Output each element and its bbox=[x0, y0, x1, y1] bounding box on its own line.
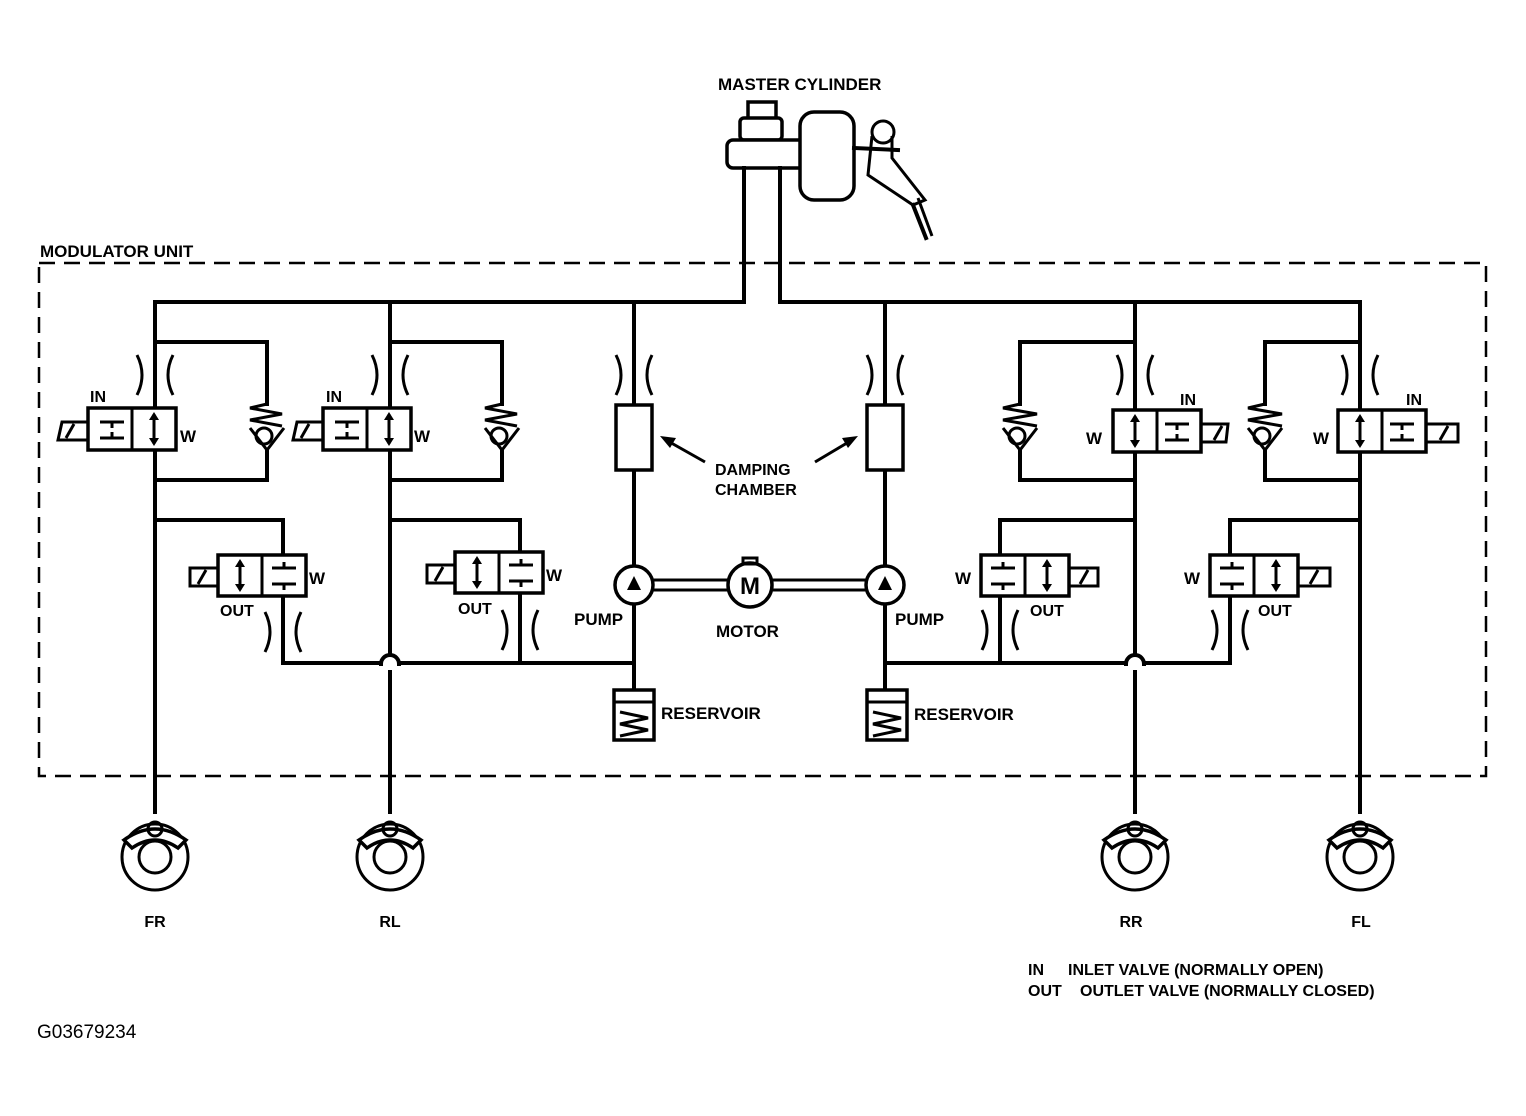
inlet-valve-rr bbox=[1111, 408, 1230, 454]
outlet-label: OUT bbox=[458, 601, 492, 618]
pump-right bbox=[864, 564, 906, 606]
motor-symbol-letter: M bbox=[740, 573, 760, 600]
motor-label: MOTOR bbox=[716, 622, 779, 641]
wheel-label-rr: RR bbox=[1119, 914, 1143, 931]
legend-code: IN bbox=[1028, 962, 1044, 979]
inlet-label: IN bbox=[1406, 392, 1422, 409]
reservoir-label: RESERVOIR bbox=[914, 705, 1014, 724]
outlet-valve-rr bbox=[979, 553, 1100, 598]
outlet-label: OUT bbox=[1258, 603, 1292, 620]
inlet-valve-fr bbox=[56, 406, 178, 452]
spring-label: W bbox=[309, 569, 326, 588]
motor-brush-icon bbox=[741, 556, 759, 566]
inlet-label: IN bbox=[326, 389, 342, 406]
reservoir-left bbox=[612, 688, 656, 742]
spring-label: W bbox=[1313, 429, 1330, 448]
spring-label: W bbox=[414, 427, 431, 446]
modulator-unit-boundary bbox=[37, 261, 1488, 778]
outlet-valve-fr bbox=[188, 553, 308, 598]
damping-chamber-left bbox=[614, 403, 654, 472]
spring-label: W bbox=[180, 427, 197, 446]
wheel-label-fr: FR bbox=[144, 914, 166, 931]
legend-code: OUT bbox=[1028, 983, 1062, 1000]
inlet-valve-rl bbox=[291, 406, 413, 452]
pump-label: PUMP bbox=[895, 610, 944, 629]
orifice-symbols bbox=[135, 354, 1380, 653]
spring-label: W bbox=[1086, 429, 1103, 448]
reservoir-right bbox=[865, 688, 909, 742]
outlet-valve-fl bbox=[1208, 553, 1332, 598]
spring-label: W bbox=[546, 566, 563, 585]
wheel-label-fl: FL bbox=[1351, 914, 1371, 931]
reservoir-label: RESERVOIR bbox=[661, 704, 761, 723]
motor-shaft bbox=[653, 578, 866, 592]
main-brake-lines bbox=[153, 166, 1362, 304]
damping-chamber-label: DAMPING bbox=[715, 462, 791, 479]
inlet-valve-fl bbox=[1336, 408, 1460, 454]
master-cylinder bbox=[725, 100, 934, 241]
figure-id: G03679234 bbox=[37, 1022, 137, 1043]
outlet-valve-rl bbox=[425, 550, 545, 595]
left-circuit-lines bbox=[153, 300, 636, 814]
wheel-brake-rr bbox=[1100, 820, 1170, 892]
master-cylinder-label: MASTER CYLINDER bbox=[718, 75, 881, 94]
pump-left bbox=[613, 564, 655, 606]
damping-chamber-right bbox=[865, 403, 905, 472]
check-valves bbox=[248, 402, 1284, 453]
wheel-brake-rl bbox=[355, 820, 425, 892]
damping-chamber-label: CHAMBER bbox=[715, 482, 797, 499]
damping-chamber-arrows bbox=[660, 436, 858, 464]
wheel-label-rl: RL bbox=[379, 914, 401, 931]
legend-text: OUTLET VALVE (NORMALLY CLOSED) bbox=[1080, 983, 1375, 1000]
legend: IN INLET VALVE (NORMALLY OPEN) OUT OUTLE… bbox=[1028, 962, 1375, 1000]
right-circuit-lines bbox=[883, 300, 1362, 814]
outlet-label: OUT bbox=[1030, 603, 1064, 620]
outlet-label: OUT bbox=[220, 603, 254, 620]
spring-label: W bbox=[955, 569, 972, 588]
legend-text: INLET VALVE (NORMALLY OPEN) bbox=[1068, 962, 1323, 979]
inlet-label: IN bbox=[90, 389, 106, 406]
spring-label: W bbox=[1184, 569, 1201, 588]
modulator-unit-label: MODULATOR UNIT bbox=[40, 242, 194, 261]
wheel-brake-fl bbox=[1325, 820, 1395, 892]
wheel-brake-fr bbox=[120, 820, 190, 892]
pump-label: PUMP bbox=[574, 610, 623, 629]
inlet-label: IN bbox=[1180, 392, 1196, 409]
